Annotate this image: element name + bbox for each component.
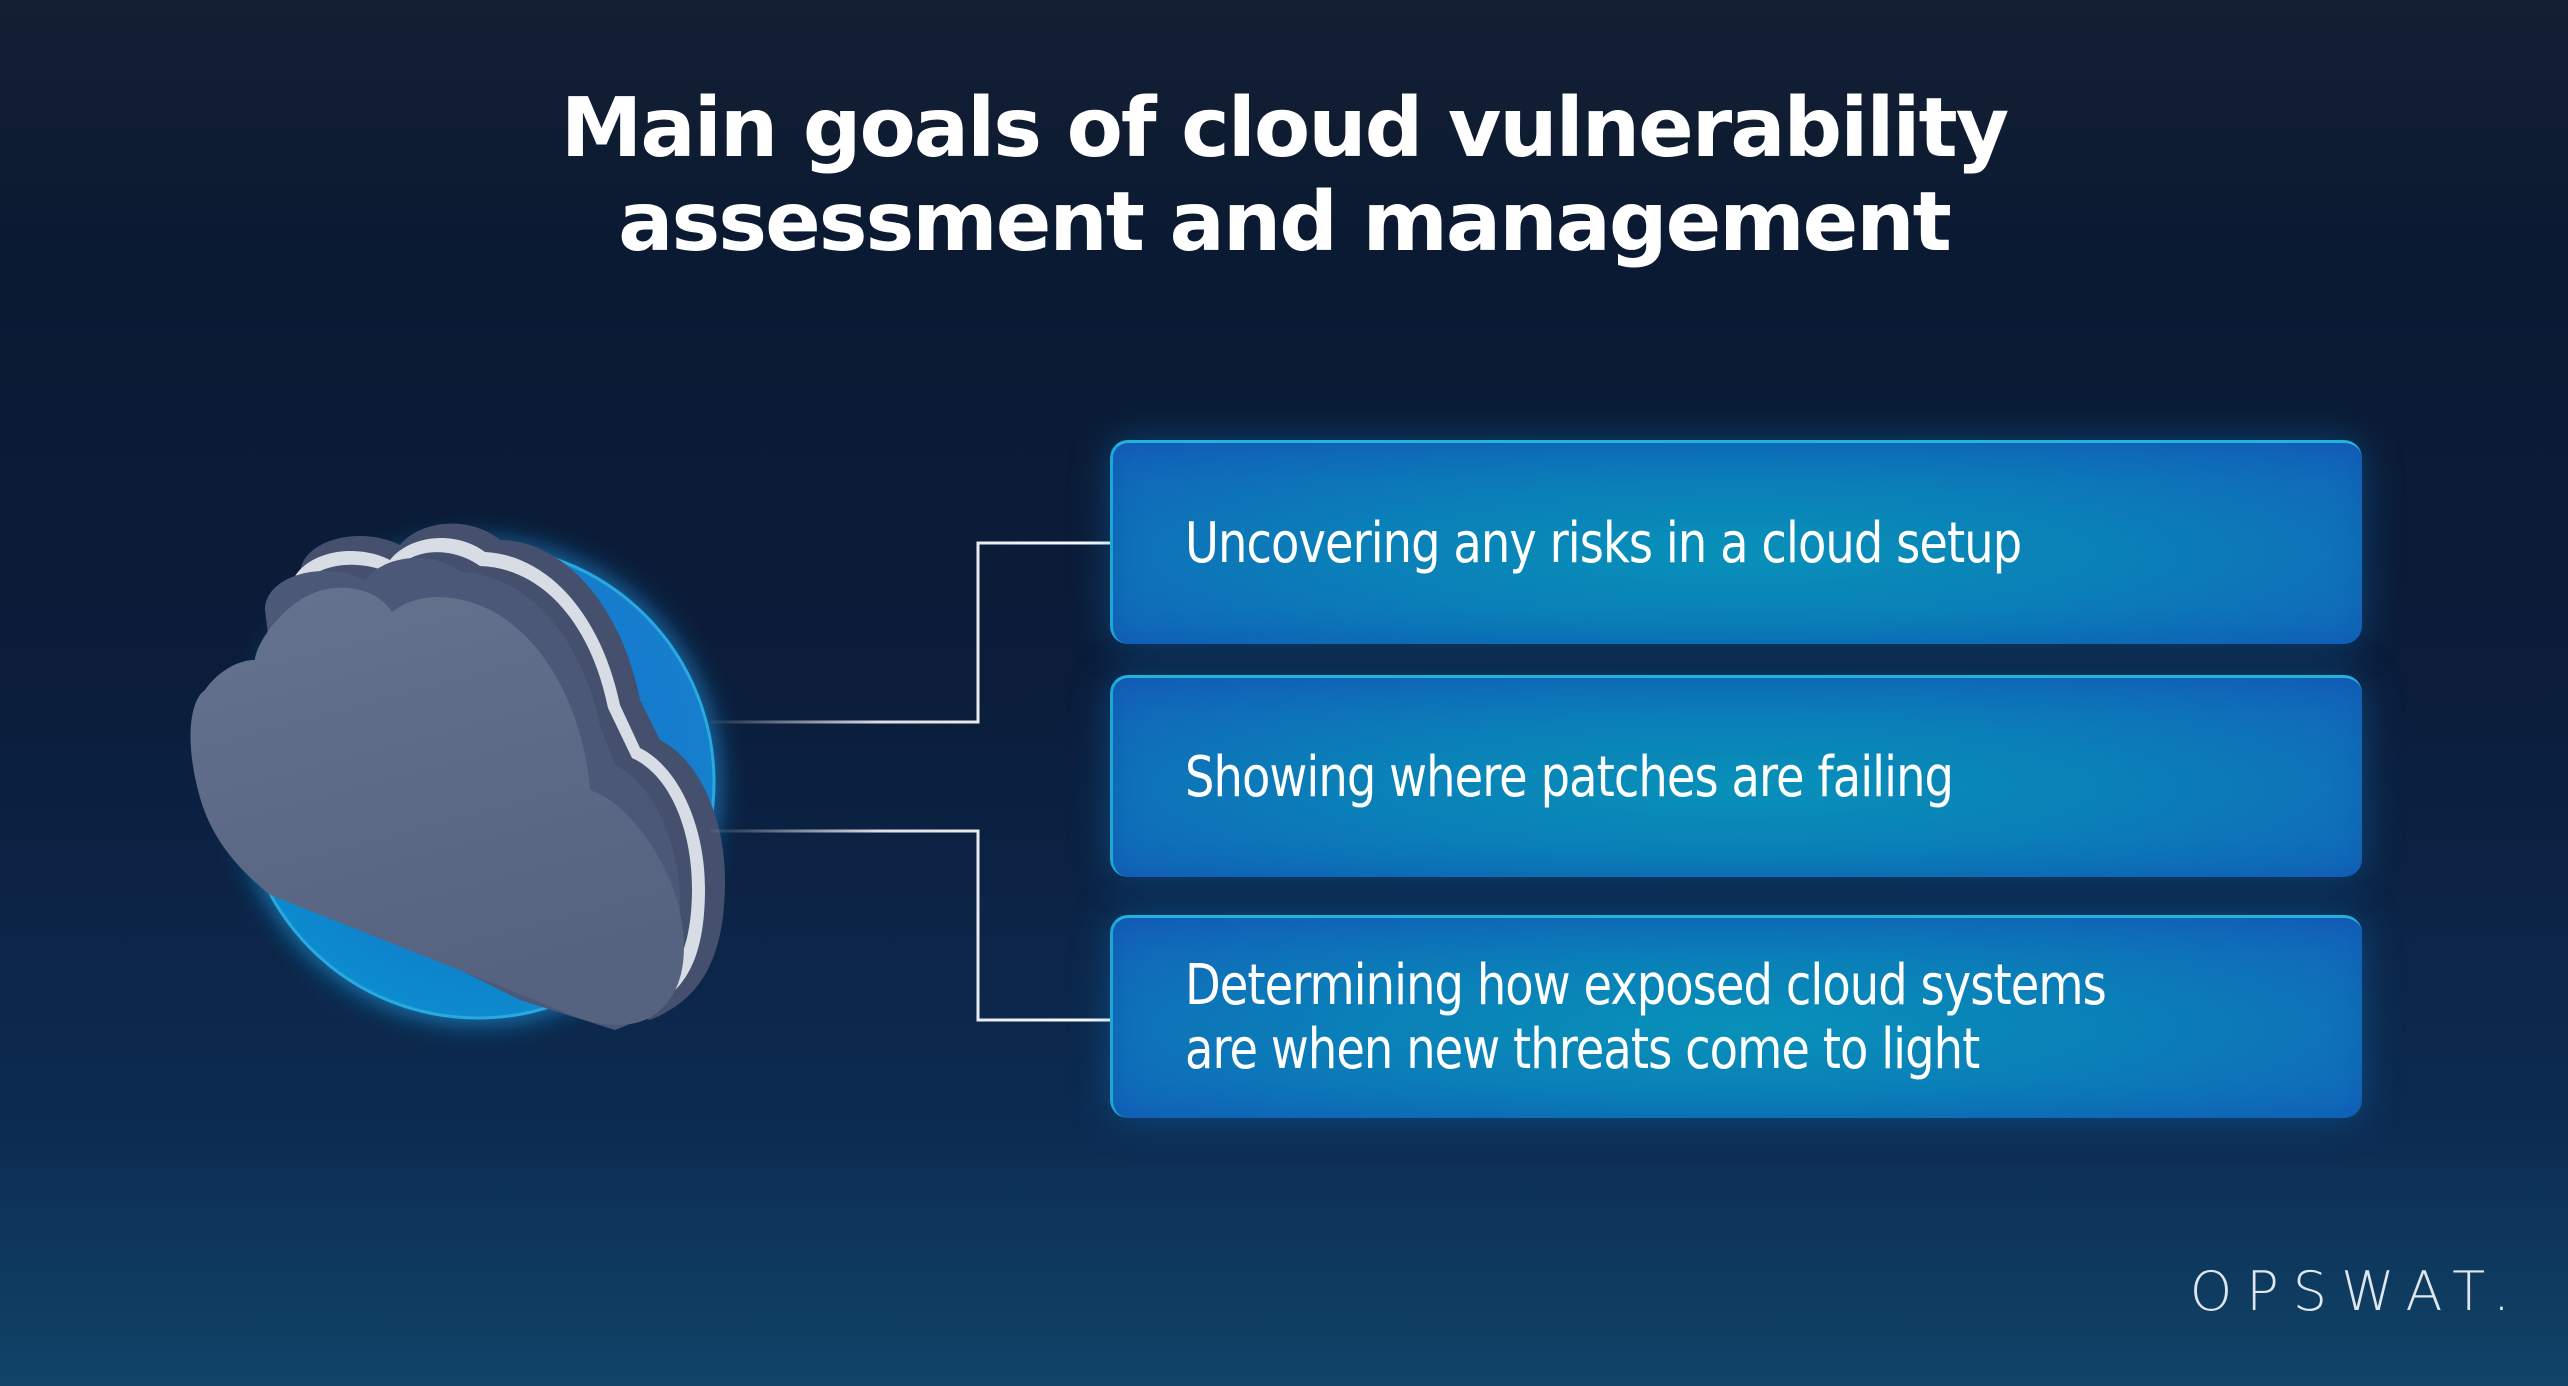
goal-box-exposure-new-threats: Determining how exposed cloud systems ar… (1110, 915, 2362, 1118)
title-line-2: assessment and management (618, 175, 1952, 270)
goal-label: Showing where patches are failing (1185, 744, 1954, 810)
goal-label-line-1: Determining how exposed cloud systems (1185, 953, 2107, 1018)
goal-label-line-2: are when new threats come to light (1185, 1017, 1980, 1082)
connectors (710, 537, 1138, 1026)
goal-label: Uncovering any risks in a cloud setup (1185, 510, 2022, 576)
opswat-logo: OPSWAT. (2189, 1260, 2524, 1323)
goal-box-uncovering-risks: Uncovering any risks in a cloud setup (1110, 440, 2362, 644)
cloud-icon (190, 523, 725, 1030)
goal-label: Determining how exposed cloud systems ar… (1185, 953, 2107, 1082)
connector-line-1 (710, 541, 1130, 724)
goal-box-patches-failing: Showing where patches are failing (1110, 675, 2362, 877)
title-line-1: Main goals of cloud vulnerability (560, 81, 2009, 176)
page-title: Main goals of cloud vulnerability assess… (0, 82, 2568, 270)
connector-line-3 (710, 829, 1130, 1022)
